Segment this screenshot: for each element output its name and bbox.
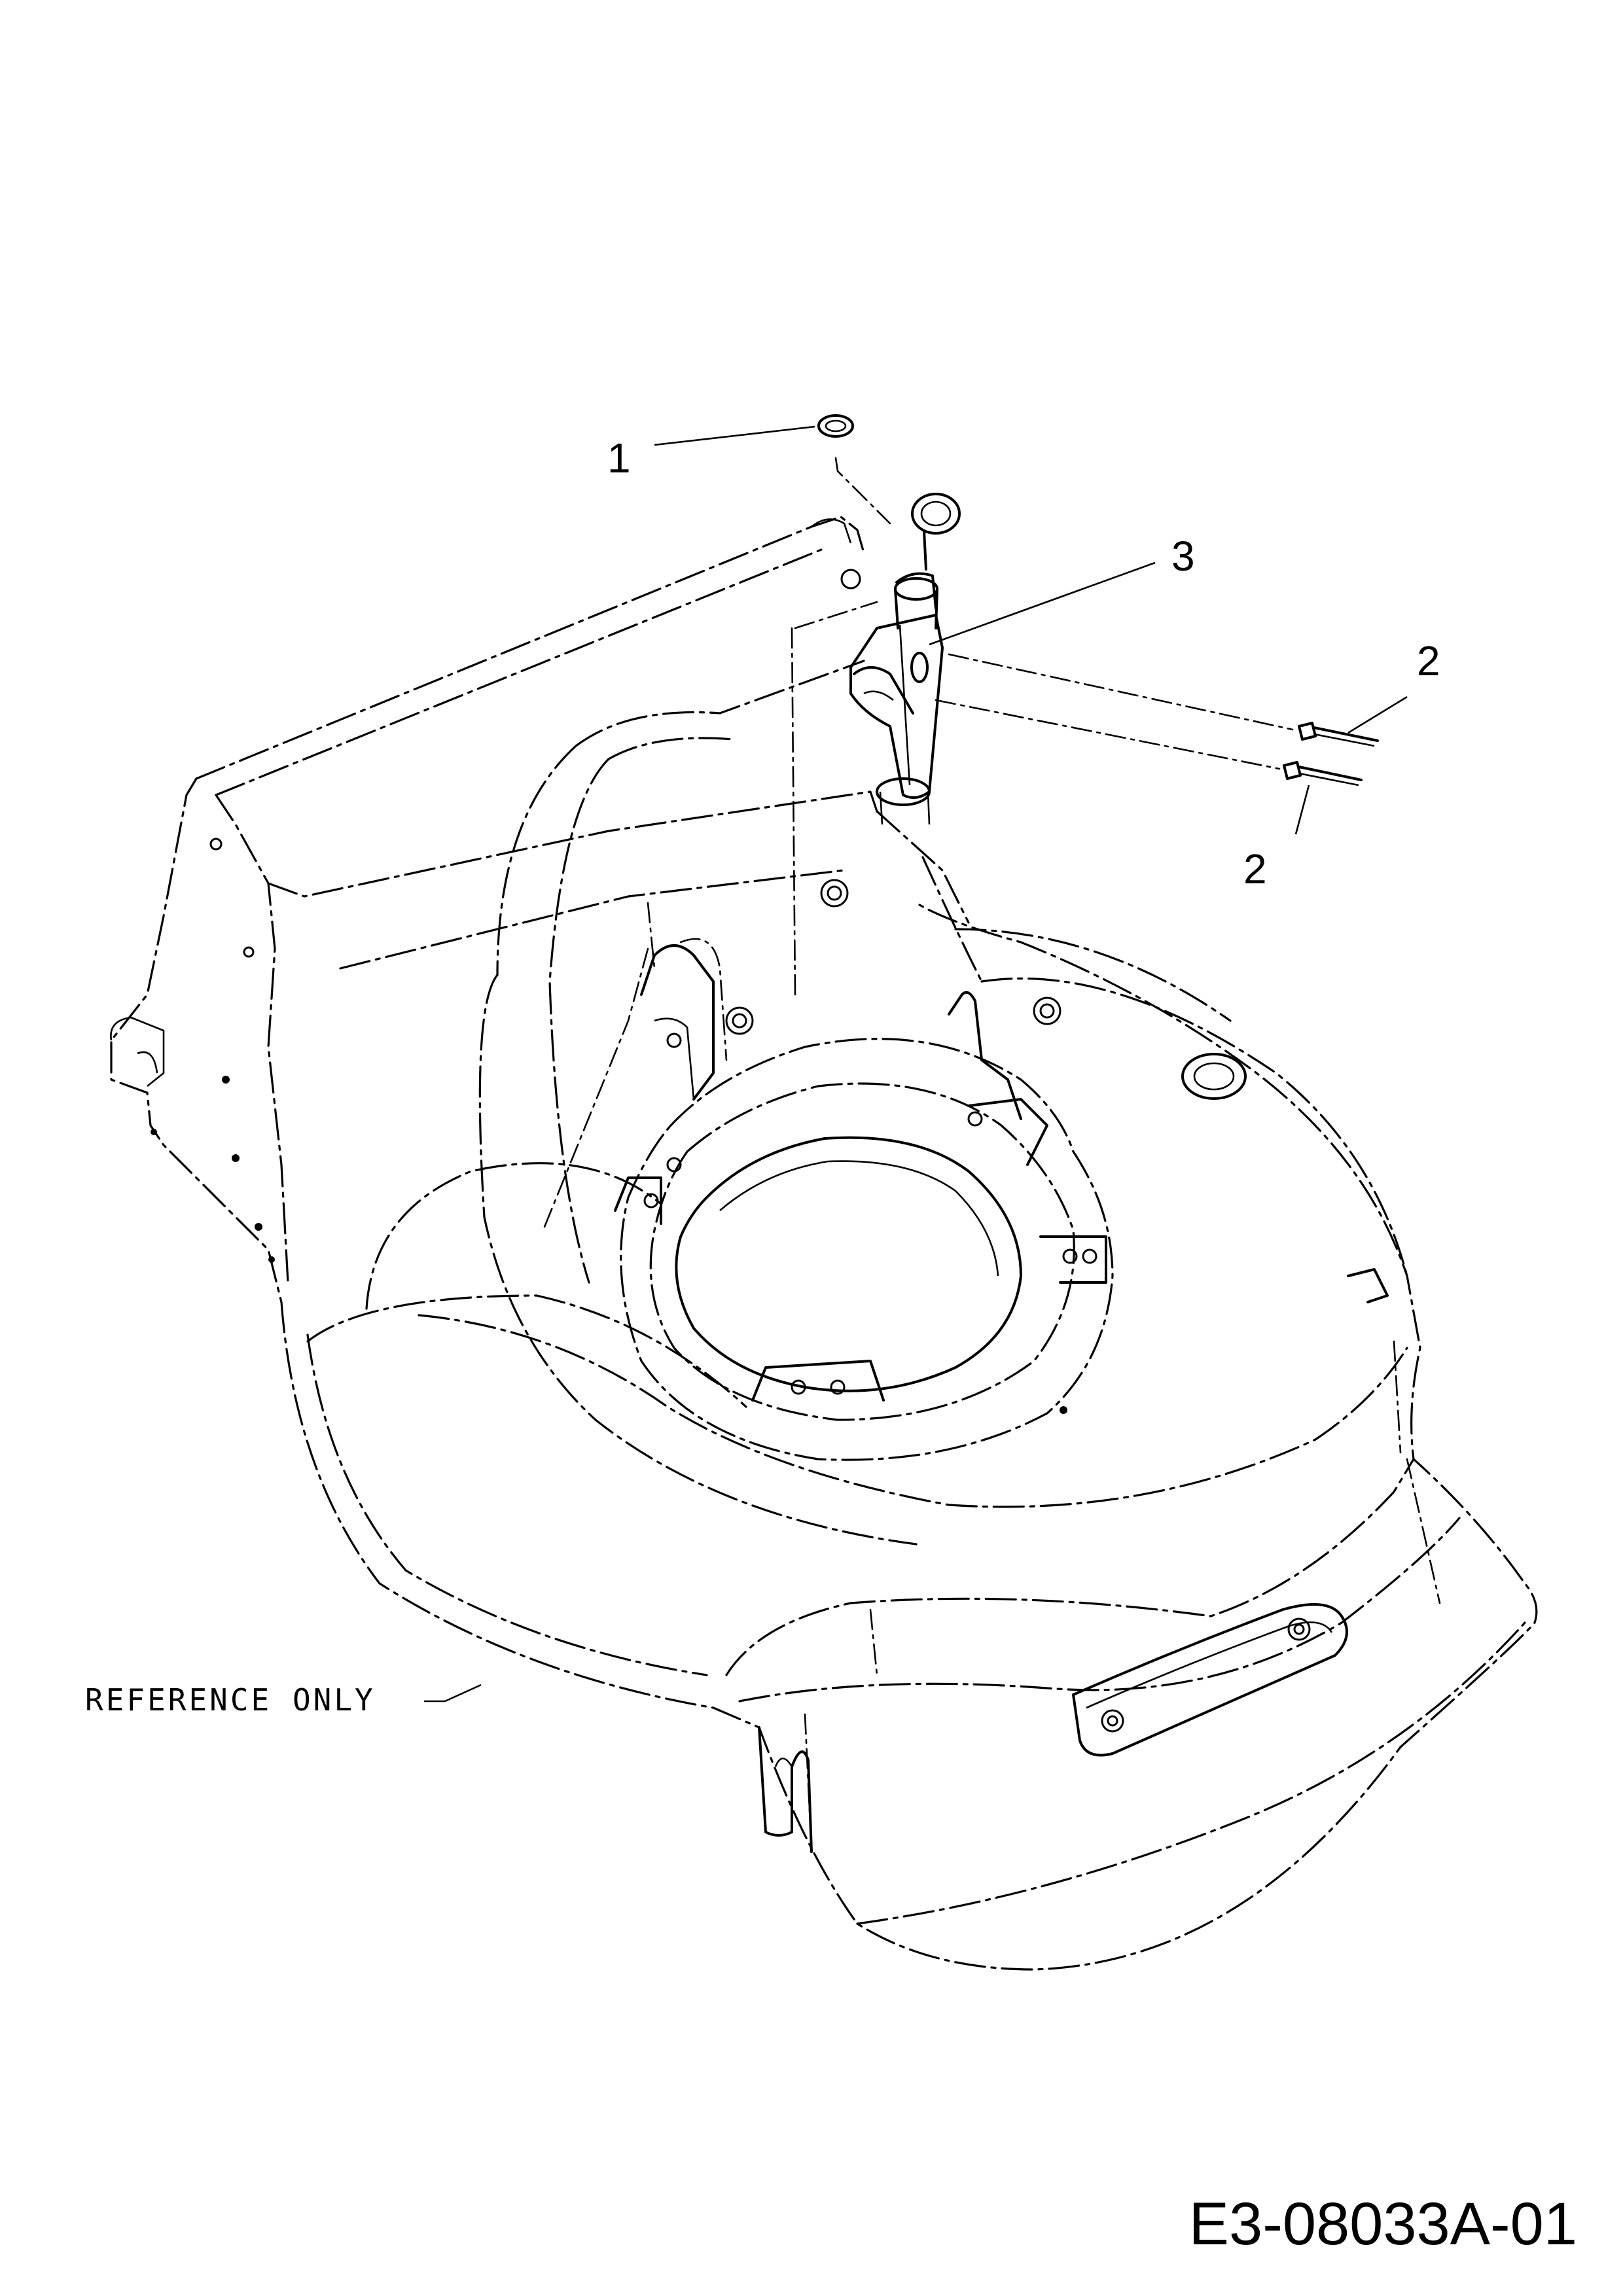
deck-left-bracket-slot [137, 1051, 158, 1074]
assembly-guide-rivet-lower [935, 699, 1281, 770]
deck-rear-top-edge-inner [215, 548, 823, 796]
deck-front-vertical-4 [1393, 1340, 1402, 1454]
deck-motor-hole-7 [830, 1379, 846, 1395]
deck-boss-3-inner [1039, 1003, 1055, 1019]
deck-boss-1 [725, 1006, 754, 1035]
deck-rear-wall-guide-2 [794, 601, 878, 629]
assembly-guide-washer [834, 457, 891, 525]
callout-2-upper: 2 [1417, 637, 1440, 684]
deck-front-label-plate-inner [1086, 1621, 1333, 1709]
deck-side-dot-4 [151, 1129, 157, 1135]
deck-front-vertical-3 [1406, 1458, 1441, 1604]
deck-front-label-plate [1072, 1603, 1348, 1757]
deck-front-vertical-2 [869, 1608, 878, 1676]
deck-rear-top-edge [195, 516, 865, 780]
deck-inner-bowl-arc-2 [496, 745, 577, 976]
deck-rear-wall-guide [791, 627, 796, 996]
deck-left-side-outer [110, 777, 283, 1303]
deck-front-hole-2 [1287, 1617, 1311, 1641]
deck-inner-bowl-sweep-2 [306, 1294, 747, 1408]
deck-pocket-edge [647, 902, 656, 970]
deck-front-hole-2-inner [1293, 1623, 1305, 1635]
deck-motor-opening [675, 1136, 1022, 1392]
deck-rear-hole [840, 569, 861, 590]
deck-side-dot-5 [268, 1256, 275, 1263]
mower-deck-housing-icon [110, 516, 1538, 1971]
deck-inner-bowl-sweep [365, 1162, 662, 1310]
deck-motor-tab-right [1039, 1235, 1107, 1284]
deck-height-adjust-boss [1181, 1053, 1247, 1100]
deck-motor-tab-left [614, 1176, 662, 1225]
deck-right-notch [1347, 1268, 1389, 1303]
deck-outer-perimeter [280, 902, 1538, 1971]
deck-rear-left-pocket [640, 944, 715, 1101]
deck-inner-bowl-arc [478, 974, 918, 1545]
deck-motor-hole-4 [1062, 1248, 1078, 1264]
deck-floor-front [921, 856, 983, 983]
deck-floor-rib [876, 810, 970, 924]
deck-front-hole-1 [1101, 1709, 1124, 1733]
deck-boss-2 [820, 879, 849, 908]
deck-inner-rib-2 [542, 947, 649, 1231]
deck-motor-tab-bottom [751, 1360, 885, 1402]
deck-outer-rim [306, 1333, 708, 1676]
o-ring-washer-icon [817, 414, 854, 438]
drawing-number: E3-08033A-01 [1189, 2191, 1577, 2257]
callout-1: 1 [607, 434, 631, 482]
callout-2-lower: 2 [1243, 845, 1267, 892]
deck-side-dot-1 [222, 1076, 230, 1084]
deck-motor-opening-rim [719, 1160, 999, 1277]
deck-front-lip [856, 1621, 1526, 1925]
deck-motor-hole-2 [666, 1157, 682, 1173]
leader-2b [1294, 785, 1310, 835]
deck-pocket-hole [666, 1033, 682, 1048]
leader-2a [1347, 696, 1408, 734]
deck-pocket-wall [679, 938, 728, 1061]
deck-inner-rib [548, 758, 610, 1284]
deck-front-rim [725, 1458, 1415, 1676]
deck-inner-top-curve [575, 660, 865, 747]
deck-boss-1-inner [732, 1013, 747, 1029]
deck-motor-plate-outer [620, 1038, 1114, 1461]
deck-motor-mount-right-tab [948, 991, 1022, 1120]
deck-rear-bracket-slot [774, 1757, 793, 1767]
oil-filler-tube-icon [849, 493, 961, 825]
deck-inner-bowl-left [418, 1314, 1408, 1508]
deck-floor-right [980, 977, 1408, 1277]
assembly-guide-rivet-upper [948, 653, 1294, 731]
deck-rear-left-pocket-inner [654, 1017, 695, 1100]
deck-rear-bracket [758, 1726, 813, 1853]
deck-motor-tab-top [967, 1098, 1048, 1166]
deck-front-rim-inner [738, 1517, 1461, 1703]
deck-inner-top-curve-2 [607, 737, 734, 760]
deck-boss-3 [1033, 997, 1061, 1025]
deck-motor-plate-inner [649, 1082, 1075, 1421]
deck-motor-hole-1 [967, 1111, 983, 1127]
deck-rear-wall-face [267, 790, 878, 898]
deck-motor-hole-6 [791, 1379, 806, 1395]
rivet-pin-icon [1298, 722, 1379, 747]
deck-motor-hole-3 [643, 1193, 659, 1209]
deck-side-hole-2 [243, 946, 255, 958]
reference-only-note: REFERENCE ONLY [85, 1682, 376, 1718]
leader-1 [654, 425, 815, 446]
deck-front-hole-1-inner [1107, 1715, 1118, 1727]
deck-floor-right-2 [954, 928, 1232, 1022]
deck-side-dot-3 [255, 1223, 262, 1231]
rivet-pin-icon [1283, 761, 1363, 786]
deck-left-bracket [110, 1016, 165, 1087]
deck-boss-2-inner [827, 885, 842, 901]
deck-rear-wall-lower [339, 869, 846, 970]
deck-rear-hinge [811, 518, 852, 544]
callout-3: 3 [1171, 533, 1195, 580]
leader-3 [929, 561, 1156, 646]
deck-motor-hole-5 [1082, 1248, 1097, 1264]
deck-height-adjust-boss-inner [1193, 1062, 1235, 1091]
deck-left-side-panel [215, 794, 289, 1284]
deck-motor-dot [1060, 1406, 1067, 1414]
deck-side-hole-1 [209, 838, 223, 851]
deck-side-dot-2 [232, 1154, 240, 1162]
leader-reference [424, 1684, 482, 1703]
